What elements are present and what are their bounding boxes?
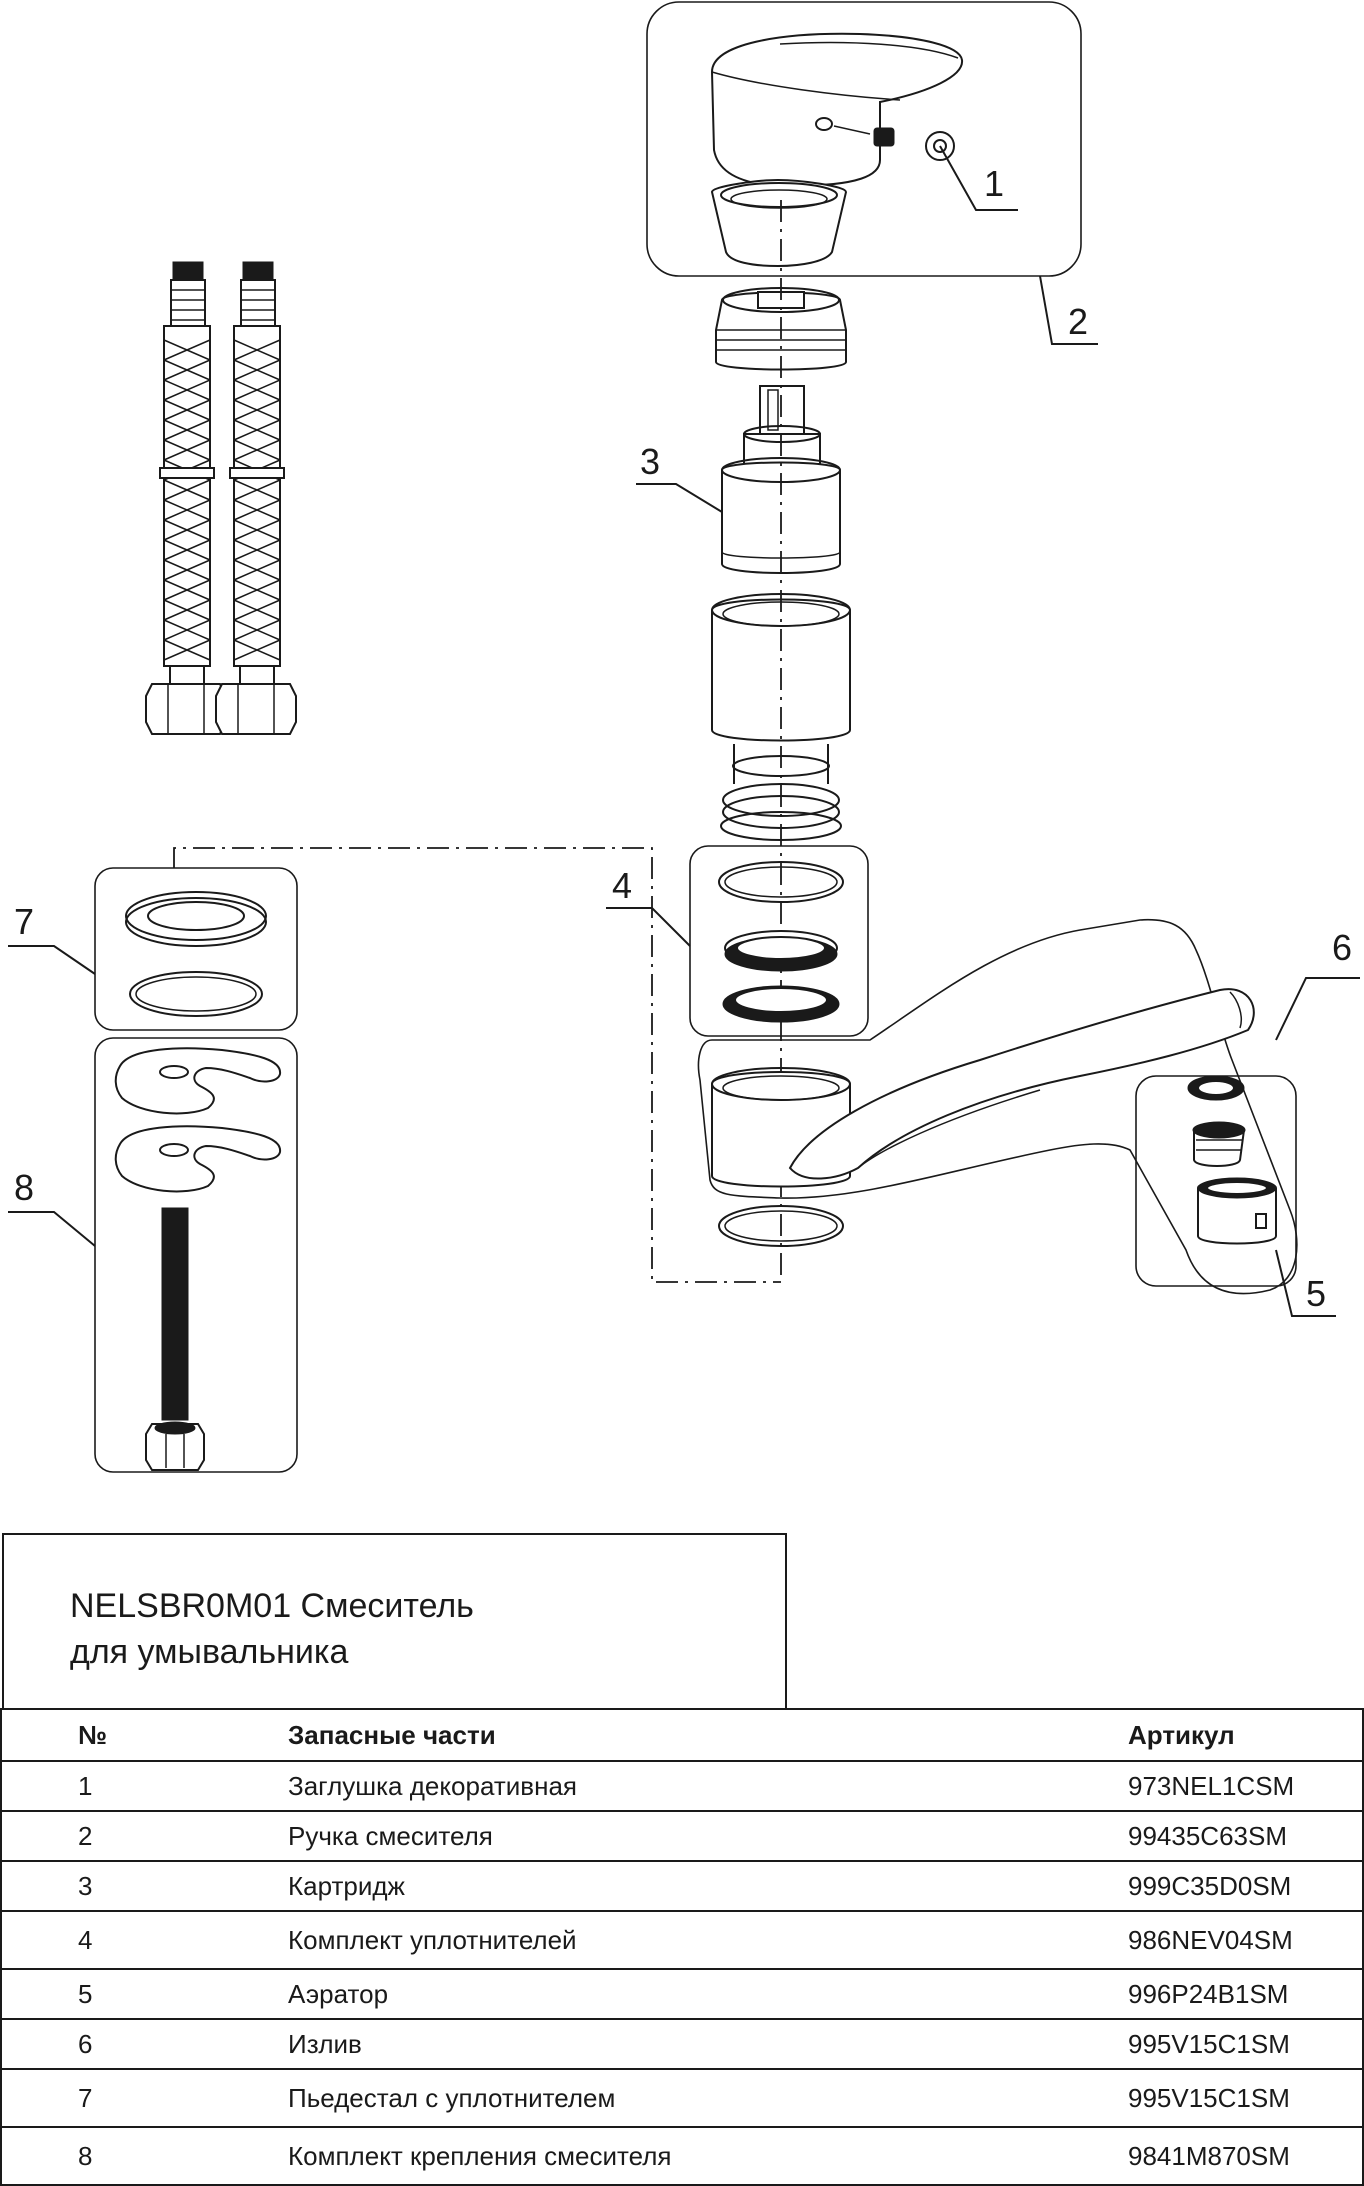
row-article: 9841M870SM [1128, 2126, 1363, 2186]
row-name: Картридж [288, 1860, 1128, 1912]
hose-right [215, 261, 297, 735]
set-screw [873, 127, 895, 147]
product-title-line-1: NELSBR0M01 Смеситель [70, 1587, 474, 1625]
callout-5-label: 5 [1306, 1273, 1326, 1314]
table-row: 7 Пьедестал с уплотнителем 995V15C1SM [1, 2068, 1363, 2128]
row-name: Пьедестал с уплотнителем [288, 2068, 1128, 2128]
aerator [1135, 1075, 1297, 1287]
row-article: 995V15C1SM [1128, 2068, 1363, 2128]
row-number: 8 [1, 2126, 288, 2186]
spout [697, 918, 1298, 1295]
table-row: 5 Аэратор 996P24B1SM [1, 1968, 1363, 2020]
row-number: 4 [1, 1910, 288, 1970]
pedestal-frame [94, 867, 298, 1031]
callout-1: 1 [939, 145, 1018, 211]
table-row: 4 Комплект уплотнителей 986NEV04SM [1, 1910, 1363, 1970]
handle-assembly [646, 1, 1082, 277]
row-number: 1 [1, 1760, 288, 1812]
header-number: № [1, 1708, 288, 1762]
row-name: Излив [288, 2018, 1128, 2070]
row-number: 6 [1, 2018, 288, 2070]
flexible-hoses [145, 261, 297, 735]
row-article: 986NEV04SM [1128, 1910, 1363, 1970]
callout-5: 5 [1275, 1249, 1336, 1317]
callout-4: 4 [606, 865, 691, 947]
threaded-stud [161, 1207, 189, 1421]
row-number: 5 [1, 1968, 288, 2020]
callout-7-label: 7 [14, 901, 34, 942]
callout-3: 3 [636, 441, 723, 513]
table-header-row: № Запасные части Артикул [1, 1708, 1363, 1762]
row-article: 999C35D0SM [1128, 1860, 1363, 1912]
callout-1-label: 1 [984, 163, 1004, 204]
pedestal [94, 867, 298, 1031]
row-number: 2 [1, 1810, 288, 1862]
callout-2: 2 [1039, 275, 1098, 345]
handle-group-frame [646, 1, 1082, 277]
table-row: 6 Излив 995V15C1SM [1, 2018, 1363, 2070]
mounting-kit-frame [94, 1037, 298, 1473]
table-row: 2 Ручка смесителя 99435C63SM [1, 1810, 1363, 1862]
product-title-line-2: для умывальника [70, 1633, 349, 1671]
callout-7: 7 [8, 901, 96, 975]
header-article: Артикул [1128, 1708, 1363, 1762]
callout-2-label: 2 [1068, 301, 1088, 342]
row-name: Ручка смесителя [288, 1810, 1128, 1862]
callout-3-label: 3 [640, 441, 660, 482]
mounting-kit [94, 1037, 298, 1473]
row-article: 996P24B1SM [1128, 1968, 1363, 2020]
row-name: Аэратор [288, 1968, 1128, 2020]
row-name: Комплект крепления смесителя [288, 2126, 1128, 2186]
callout-6-label: 6 [1332, 927, 1352, 968]
callout-8: 8 [8, 1167, 96, 1247]
row-name: Комплект уплотнителей [288, 1910, 1128, 1970]
handle-cover [710, 178, 848, 268]
exploded-view-diagram: 1 2 3 4 5 6 7 8 [8, 1, 1360, 1473]
callout-6: 6 [1275, 927, 1360, 1041]
hex-nut [145, 1423, 205, 1471]
row-name: Заглушка декоративная [288, 1760, 1128, 1812]
row-number: 7 [1, 2068, 288, 2128]
product-title-box: NELSBR0M01 Смеситель для умывальника [2, 1533, 787, 1709]
spare-parts-table: № Запасные части Артикул 1 Заглушка деко… [0, 1708, 1364, 2186]
seal-set-frame [689, 845, 869, 1037]
header-name: Запасные части [288, 1708, 1128, 1762]
row-article: 973NEL1CSM [1128, 1760, 1363, 1812]
table-row: 3 Картридж 999C35D0SM [1, 1860, 1363, 1912]
callout-8-label: 8 [14, 1167, 34, 1208]
seal-set [689, 845, 869, 1037]
hose-left [145, 261, 227, 735]
table-row: 8 Комплект крепления смесителя 9841M870S… [1, 2126, 1363, 2186]
spout-frame [697, 918, 1298, 1295]
row-number: 3 [1, 1860, 288, 1912]
handle-body [710, 32, 964, 188]
callout-4-label: 4 [612, 865, 632, 906]
assembly-connector [173, 847, 781, 1283]
row-article: 995V15C1SM [1128, 2018, 1363, 2070]
row-article: 99435C63SM [1128, 1810, 1363, 1862]
base-gasket [718, 1205, 844, 1247]
product-title: NELSBR0M01 Смеситель для умывальника [70, 1583, 474, 1675]
table-row: 1 Заглушка декоративная 973NEL1CSM [1, 1760, 1363, 1812]
